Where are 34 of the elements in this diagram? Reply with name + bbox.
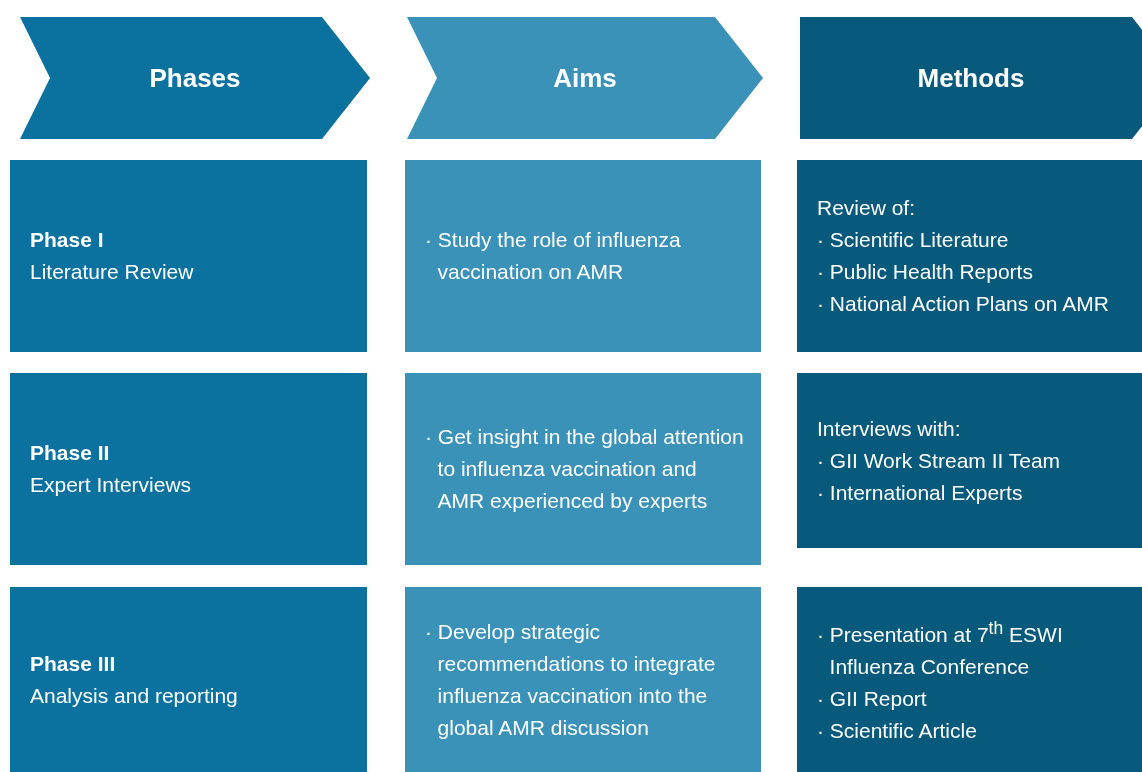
method-item: · GII Report [817, 686, 928, 712]
phase-name: Analysis and reporting [30, 682, 239, 709]
aim-panel [405, 587, 761, 772]
method-panel [797, 373, 1142, 548]
phase-panel [10, 160, 367, 352]
column-header-banner [20, 17, 370, 139]
method-item: · International Experts [817, 479, 1024, 506]
method-item: · Scientific Article [817, 718, 978, 744]
column-heading: Methods [917, 62, 1025, 94]
method-item: · Scientific Literature [817, 227, 1010, 253]
phase-panel [10, 587, 367, 772]
method-intro: Review of: [817, 195, 917, 221]
method-panel [797, 160, 1142, 352]
aim-panel [405, 160, 761, 352]
method-item: · Public Health Reports [817, 259, 1034, 285]
column-heading: Aims [553, 62, 617, 94]
column-heading: Phases [149, 62, 241, 94]
column-header-banner [800, 17, 1142, 139]
method-intro: Interviews with: [817, 415, 962, 442]
phase-title: Phase I [30, 227, 105, 253]
method-item: · National Action Plans on AMR [817, 291, 1110, 317]
phase-title: Phase II [30, 440, 111, 466]
aim-text: · Study the role of influenza vaccination on AMR [425, 227, 682, 285]
column-header-banner [407, 17, 763, 139]
aim-panel [405, 373, 761, 565]
phase-panel [10, 373, 367, 565]
method-panel [797, 587, 1142, 772]
phase-name: Literature Review [30, 259, 195, 285]
phase-title: Phase III [30, 650, 117, 677]
phase-name: Expert Interviews [30, 472, 193, 498]
aim-text: · Develop strategic recommendations to integrate influenza vaccination into the global AMR discussion [425, 618, 717, 741]
method-item: · Presentation at 7$^{th}$ ESWI Influenza Conference [817, 617, 1064, 680]
aim-text: · Get insight in the global attention to influenza vaccination and AMR experienced by experts [425, 424, 745, 514]
method-item: · GII Work Stream II Team [817, 447, 1062, 474]
